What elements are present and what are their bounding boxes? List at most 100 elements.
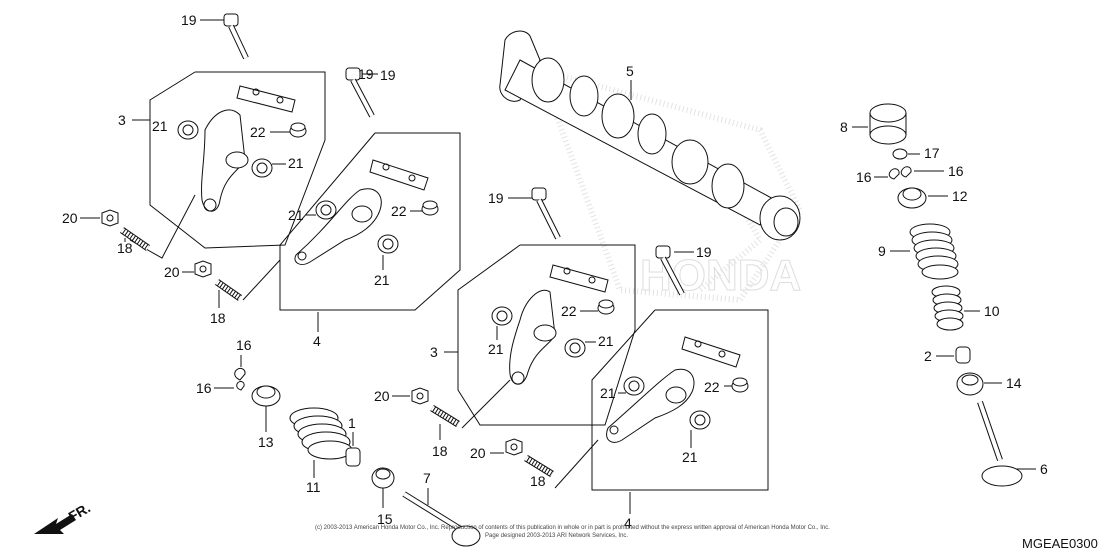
- callout-18: 18: [530, 473, 546, 489]
- cotter-16-icon: [236, 381, 245, 391]
- stem-seal-2-icon: [955, 346, 971, 364]
- callout-2: 2: [924, 348, 932, 364]
- shaft-holder-icon: [369, 159, 429, 191]
- callout-21: 21: [288, 155, 304, 171]
- callout-19: 19: [696, 244, 712, 260]
- callout-20: 20: [374, 388, 390, 404]
- callout-17: 17: [924, 145, 940, 161]
- callout-11: 11: [306, 479, 321, 495]
- bolt-19-icon: [531, 187, 561, 240]
- washer-21-icon: [491, 306, 513, 326]
- callout-22: 22: [561, 303, 577, 319]
- callout-16: 16: [856, 169, 872, 185]
- callout-21: 21: [288, 207, 304, 223]
- valve-spring-10-icon: [931, 285, 964, 331]
- dowel-22-icon: [731, 377, 749, 393]
- adjusting-screw-18-icon: [215, 279, 242, 301]
- group-rocker-4-left: [242, 67, 461, 311]
- copyright-text-line2: Page designed 2003-2013 ARI Network Serv…: [485, 533, 628, 539]
- cotter-16-icon: [234, 367, 246, 381]
- washer-21-icon: [377, 234, 399, 254]
- callout-22: 22: [391, 203, 407, 219]
- dowel-22-icon: [597, 299, 615, 315]
- callout-21: 21: [152, 118, 168, 134]
- callout-16: 16: [196, 380, 212, 396]
- bolt-19-icon: [223, 13, 249, 60]
- callout-5: 5: [626, 63, 634, 79]
- callout-18: 18: [117, 240, 133, 256]
- copyright-text: (c) 2003-2013 American Honda Motor Co., …: [315, 525, 830, 531]
- callout-10: 10: [984, 303, 1000, 319]
- callout-16: 16: [948, 163, 964, 179]
- dowel-22-icon: [289, 122, 307, 138]
- callout-20: 20: [470, 445, 486, 461]
- shaft-holder-icon: [681, 336, 741, 368]
- cotter-16-icon: [900, 166, 912, 178]
- callout-8: 8: [840, 119, 848, 135]
- callout-18: 18: [432, 443, 448, 459]
- rocker-arm-icon: [606, 368, 695, 443]
- callout-3: 3: [430, 344, 438, 360]
- nut-20-icon: [411, 387, 429, 405]
- adjusting-screw-18-icon: [524, 455, 554, 477]
- diagram-code: MGEAE0300: [1022, 536, 1098, 551]
- cotter-16-icon: [888, 168, 900, 180]
- bolt-19-icon: [655, 245, 685, 296]
- group-rocker-4-center: [554, 245, 769, 491]
- callout-20: 20: [164, 264, 180, 280]
- adjusting-screw-18-icon: [120, 227, 150, 251]
- group-rocker-3-center: [457, 187, 636, 429]
- shim-17-icon: [892, 148, 908, 160]
- callout-4: 4: [313, 333, 321, 349]
- camshaft-5-icon: [499, 30, 801, 241]
- callout-18: 18: [210, 310, 226, 326]
- group-valve-right: [869, 103, 1023, 487]
- valve-7-icon: [402, 491, 481, 547]
- washer-21-icon: [564, 338, 586, 358]
- callout-12: 12: [952, 188, 968, 204]
- stem-seal-1-icon: [345, 447, 361, 467]
- washer-21-icon: [315, 200, 337, 220]
- callout-4: 4: [624, 515, 632, 531]
- callout-21: 21: [488, 341, 504, 357]
- callout-22: 22: [704, 379, 720, 395]
- callout-7: 7: [423, 470, 431, 486]
- rocker-arm-icon: [509, 289, 557, 385]
- dowel-22-icon: [421, 200, 439, 216]
- washer-21-icon: [689, 410, 711, 430]
- shaft-holder-icon: [549, 264, 609, 293]
- callout-21: 21: [598, 333, 614, 349]
- callout-21: 21: [600, 385, 616, 401]
- rocker-arm-icon: [294, 188, 382, 265]
- callout-19: 19: [181, 12, 197, 28]
- callout-19: 19: [488, 190, 504, 206]
- callout-14: 14: [1006, 375, 1022, 391]
- nut-20-icon: [505, 438, 523, 456]
- nut-20-icon: [194, 260, 212, 278]
- valve-spring-11-icon: [289, 407, 353, 460]
- adjusting-screw-18-icon: [430, 405, 460, 427]
- nut-20-icon: [101, 209, 119, 227]
- callout-9: 9: [878, 243, 886, 259]
- callout-22: 22: [250, 124, 266, 140]
- washer-21-icon: [177, 120, 199, 140]
- callout-20: 20: [62, 210, 78, 226]
- group-rocker-3-left: [129, 13, 326, 259]
- washer-21-icon: [251, 158, 273, 178]
- callout-16: 16: [236, 337, 252, 353]
- callout-21: 21: [374, 272, 390, 288]
- front-arrow-icon: [34, 514, 76, 534]
- washer-21-icon: [623, 376, 645, 396]
- callout-3: 3: [118, 112, 126, 128]
- callout-15: 15: [377, 511, 393, 527]
- valve-6-icon: [977, 401, 1023, 487]
- tappet-8-icon: [869, 103, 907, 145]
- valve-spring-9-icon: [909, 223, 959, 280]
- callout-13: 13: [258, 434, 274, 450]
- callout-21: 21: [682, 449, 698, 465]
- callout-19: 19: [380, 67, 396, 83]
- rocker-arm-icon: [201, 109, 249, 212]
- shaft-holder-icon: [236, 85, 296, 113]
